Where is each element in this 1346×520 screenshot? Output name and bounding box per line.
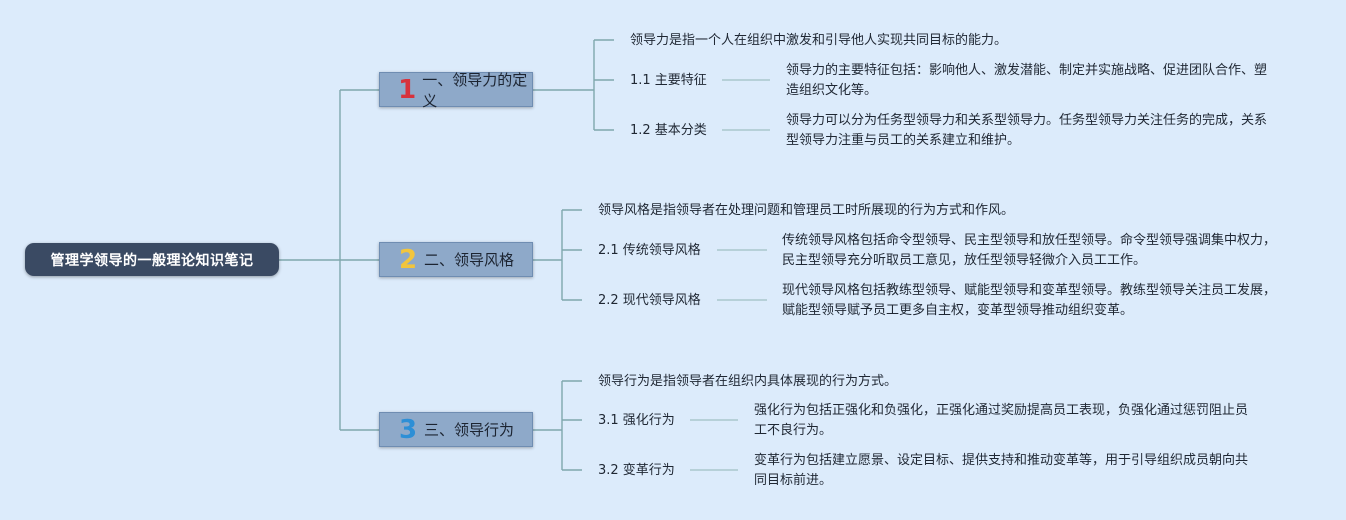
- sub-detail-3-2: 变革行为包括建立愿景、设定目标、提供支持和推动变革等，用于引导组织成员朝向共同目…: [754, 453, 1249, 488]
- sub-label-3-1[interactable]: 3.1 强化行为: [598, 413, 675, 428]
- branch-summary-3: 领导行为是指领导者在组织内具体展现的行为方式。: [598, 374, 898, 389]
- connector-branch-2: [533, 209, 582, 301]
- branch-node-2[interactable]: 2 二、领导风格: [379, 242, 533, 277]
- sub-label-1-1[interactable]: 1.1 主要特征: [630, 73, 707, 88]
- branch-label-3: 三、领导行为: [424, 421, 515, 439]
- sub-label-2-1[interactable]: 2.1 传统领导风格: [598, 243, 701, 258]
- connector-branch-1: [533, 39, 614, 131]
- branch-node-1[interactable]: 1 一、领导力的定义: [379, 71, 533, 110]
- connector-branch-3: [533, 380, 582, 471]
- sub-detail-2-2: 现代领导风格包括教练型领导、赋能型领导和变革型领导。教练型领导关注员工发展，赋能…: [782, 283, 1277, 318]
- sub-detail-1-2: 领导力可以分为任务型领导力和关系型领导力。任务型领导力关注任务的完成，关系型领导…: [786, 113, 1268, 148]
- sub-detail-1-1: 领导力的主要特征包括：影响他人、激发潜能、制定并实施战略、促进团队合作、塑造组织…: [786, 63, 1268, 98]
- branch-node-3[interactable]: 3 三、领导行为: [379, 412, 533, 447]
- number-badge-3: 3: [398, 414, 418, 445]
- number-badge-1: 1: [398, 74, 417, 105]
- number-badge-2: 2: [398, 244, 418, 275]
- root-node[interactable]: 管理学领导的一般理论知识笔记: [25, 243, 279, 276]
- root-label: 管理学领导的一般理论知识笔记: [50, 252, 254, 269]
- sub-detail-2-1: 传统领导风格包括命令型领导、民主型领导和放任型领导。命令型领导强调集中权力，民主…: [782, 233, 1277, 268]
- branch-summary-2: 领导风格是指领导者在处理问题和管理员工时所展现的行为方式和作风。: [598, 203, 1015, 218]
- branch-summary-1: 领导力是指一个人在组织中激发和引导他人实现共同目标的能力。: [630, 33, 1008, 48]
- sub-label-1-2[interactable]: 1.2 基本分类: [630, 123, 707, 138]
- branch-label-2: 二、领导风格: [424, 251, 515, 269]
- sub-label-3-2[interactable]: 3.2 变革行为: [598, 463, 675, 478]
- sub-detail-3-1: 强化行为包括正强化和负强化，正强化通过奖励提高员工表现，负强化通过惩罚阻止员工不…: [754, 403, 1249, 438]
- connector-root: [279, 89, 380, 431]
- sub-label-2-2[interactable]: 2.2 现代领导风格: [598, 293, 701, 308]
- branch-label-1: 一、领导力的定义: [422, 70, 528, 110]
